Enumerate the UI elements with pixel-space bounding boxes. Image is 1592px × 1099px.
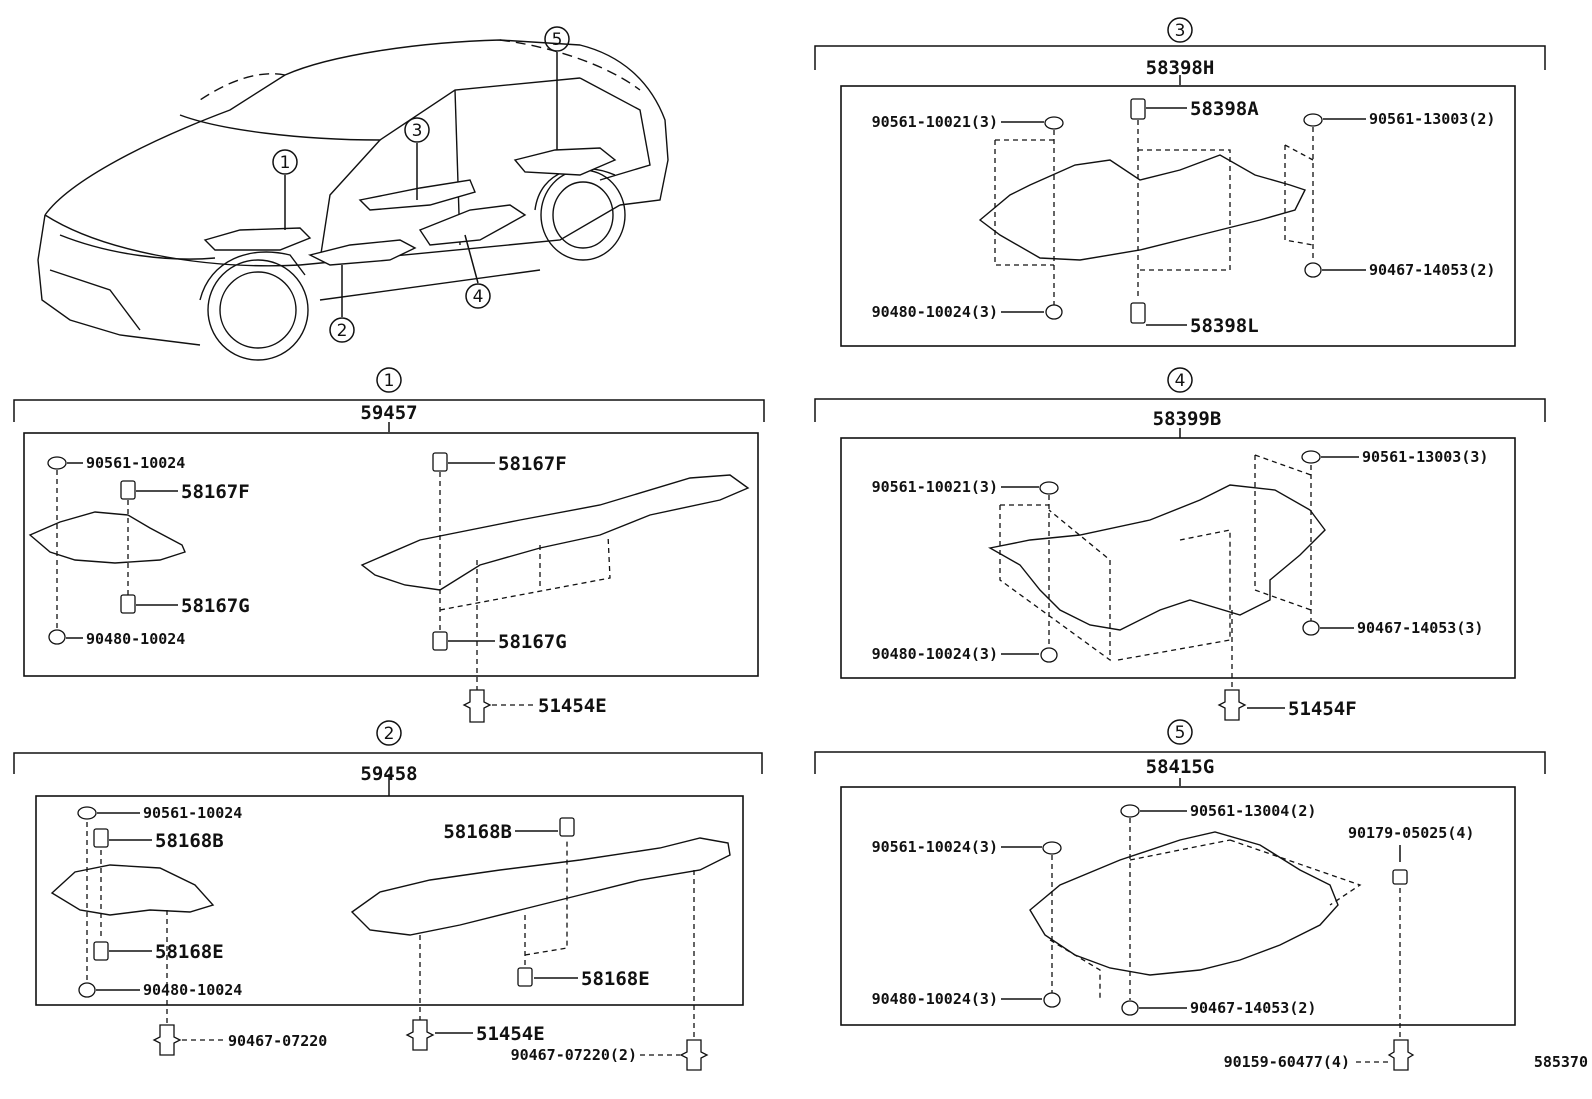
svg-text:5: 5	[1175, 723, 1186, 743]
part-label-g1-1: 58167F	[181, 481, 250, 503]
svg-text:4: 4	[473, 287, 484, 307]
group-2: 2 59458 90561-10024 58168B	[13, 720, 763, 1071]
svg-text:2: 2	[384, 724, 395, 744]
part-label-g5-2: 90561-10024(3)	[872, 838, 998, 856]
overview-callout-3: 3	[404, 117, 430, 143]
part-label-g3-1: 58398A	[1190, 98, 1259, 120]
group-2-frame	[35, 795, 744, 1006]
overview-callout-2: 2	[329, 317, 355, 343]
svg-text:4: 4	[1175, 371, 1186, 391]
part-label-g1-6: 51454E	[538, 695, 607, 717]
part-label-g1-2: 58167G	[181, 595, 250, 617]
group-1: 1 59457 90561-10024 58167F 58	[13, 367, 765, 723]
group-4-frame	[840, 437, 1516, 679]
group-3-frame	[840, 85, 1516, 347]
part-label-g4-4: 51454F	[1288, 698, 1357, 720]
svg-text:1: 1	[384, 371, 395, 391]
group-2-small-cover	[50, 864, 215, 916]
part-label-g5-0: 90561-13004(2)	[1190, 802, 1316, 820]
part-label-g1-4: 58167F	[498, 453, 567, 475]
group-5: 5 58415G 90561-13004(2) 90179-05025(4) 9…	[814, 719, 1546, 1071]
svg-text:5: 5	[552, 30, 563, 50]
overview-callout-1: 1	[272, 149, 298, 175]
part-label-g4-1: 90561-13003(3)	[1362, 448, 1488, 466]
part-label-g5-5: 90159-60477(4)	[1224, 1053, 1350, 1071]
part-label-g1-0: 90561-10024	[86, 454, 185, 472]
part-label-g2-1: 58168B	[155, 830, 224, 852]
part-label-g3-5: 58398L	[1190, 315, 1259, 337]
group-1-frame	[23, 432, 759, 677]
part-label-g4-3: 90480-10024(3)	[872, 645, 998, 663]
part-label-g2-8: 90467-07220(2)	[511, 1046, 637, 1064]
part-label-g3-0: 90561-10021(3)	[872, 113, 998, 131]
vehicle-overview: 1 2 3 4 5	[37, 26, 669, 361]
part-label-g2-6: 58168E	[581, 968, 650, 990]
group-3-number: 3	[1167, 17, 1193, 43]
part-label-g2-2: 58168E	[155, 941, 224, 963]
group-2-number: 2	[376, 720, 402, 746]
svg-text:1: 1	[280, 153, 291, 173]
group-1-small-cover	[28, 511, 186, 564]
group-3-cover	[978, 154, 1306, 261]
group-4: 4 58399B 90561-10021(3) 90561-13003(3) 9…	[814, 367, 1546, 721]
part-label-g1-3: 90480-10024	[86, 630, 185, 648]
group-5-cover	[1029, 831, 1339, 976]
part-label-g3-2: 90561-13003(2)	[1369, 110, 1495, 128]
part-label-g5-1: 90179-05025(4)	[1348, 824, 1474, 842]
group-4-assembly-number: 58399B	[1153, 408, 1222, 430]
part-label-g2-5: 58168B	[443, 821, 512, 843]
group-1-large-cover	[360, 474, 750, 591]
part-label-g4-2: 90467-14053(3)	[1357, 619, 1483, 637]
diagram-code: 585370	[1534, 1053, 1588, 1071]
group-1-number: 1	[376, 367, 402, 393]
part-label-g2-0: 90561-10024	[143, 804, 242, 822]
part-label-g3-3: 90467-14053(2)	[1369, 261, 1495, 279]
part-label-g5-3: 90480-10024(3)	[872, 990, 998, 1008]
part-label-g2-3: 90480-10024	[143, 981, 242, 999]
part-label-g3-4: 90480-10024(3)	[872, 303, 998, 321]
part-label-g4-0: 90561-10021(3)	[872, 478, 998, 496]
group-2-assembly-number: 59458	[360, 763, 417, 785]
group-5-assembly-number: 58415G	[1146, 756, 1215, 778]
group-3-assembly-number: 58398H	[1146, 57, 1215, 79]
svg-text:3: 3	[1175, 21, 1186, 41]
overview-callout-5: 5	[544, 26, 570, 52]
group-1-assembly-number: 59457	[360, 402, 417, 424]
part-label-g2-4: 90467-07220	[228, 1032, 327, 1050]
part-label-g5-4: 90467-14053(2)	[1190, 999, 1316, 1017]
overview-callout-4: 4	[465, 283, 491, 309]
svg-text:3: 3	[412, 121, 423, 141]
svg-text:2: 2	[337, 321, 348, 341]
group-5-frame	[840, 786, 1516, 1026]
group-5-number: 5	[1167, 719, 1193, 745]
part-label-g2-7: 51454E	[476, 1023, 545, 1045]
group-2-large-cover	[350, 837, 731, 936]
group-4-cover	[988, 484, 1326, 631]
group-4-number: 4	[1167, 367, 1193, 393]
part-label-g1-5: 58167G	[498, 631, 567, 653]
group-3: 3 58398H 90561-10021(3) 58398A 90561-130…	[814, 17, 1546, 347]
